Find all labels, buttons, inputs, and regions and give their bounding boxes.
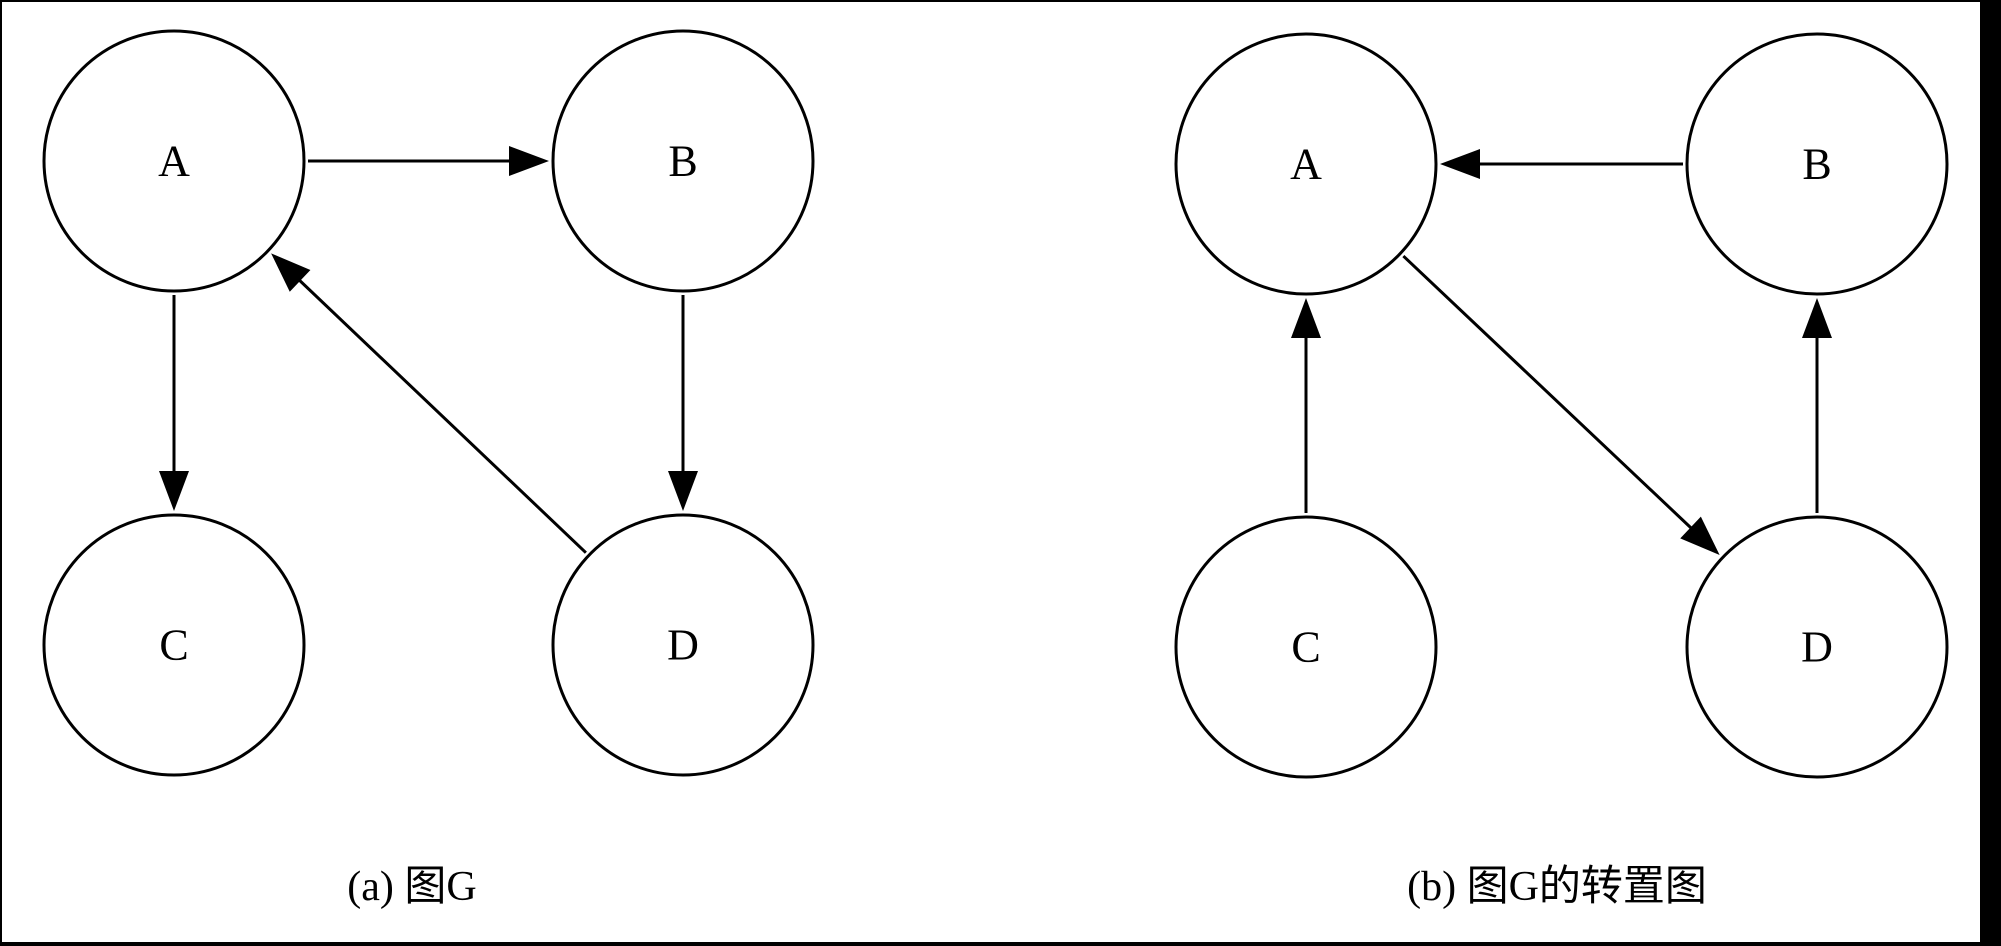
graph-b-node-A-label: A [1290, 140, 1322, 189]
graph-b-edge-B-to-A-arrowhead [1440, 149, 1480, 179]
graph-b: A B C D (b) 图G的转置图 [1174, 32, 1949, 910]
graph-a-edge-D-to-A-arrowhead [271, 253, 311, 292]
graph-b-node-B: B [1685, 32, 1949, 296]
graph-b-node-C-label: C [1291, 623, 1320, 672]
graph-a-node-C-label: C [159, 621, 188, 670]
graph-a-node-D-circle [551, 513, 815, 777]
graph-b-node-D-circle [1685, 515, 1949, 779]
graph-a-edge-B-to-D [668, 295, 698, 511]
graph-b-node-A-circle [1174, 32, 1438, 296]
graph-a-caption: (a) 图G [347, 864, 476, 910]
graph-a-edge-D-to-A [271, 253, 587, 554]
graph-a-node-D-label: D [667, 621, 699, 670]
graph-a-node-B-circle [551, 29, 815, 293]
graph-b-edges [1291, 149, 1832, 555]
graph-b-edge-D-to-B-arrowhead [1802, 298, 1832, 338]
graph-b-node-D-label: D [1801, 623, 1833, 672]
graph-a-node-C: C [42, 513, 306, 777]
graph-b-node-B-label: B [1802, 140, 1831, 189]
graph-a-edge-A-to-B [308, 146, 549, 176]
graph-b-edge-C-to-A-arrowhead [1291, 298, 1321, 338]
graph-a-edges [159, 146, 698, 554]
graph-a-edge-B-to-D-arrowhead [668, 471, 698, 511]
graph-b-node-C: C [1174, 515, 1438, 779]
graph-a-node-B-label: B [668, 137, 697, 186]
graph-a-node-A-label: A [158, 137, 190, 186]
graph-b-caption: (b) 图G的转置图 [1407, 864, 1707, 910]
graph-b-edge-B-to-A [1440, 149, 1683, 179]
graph-b-node-D: D [1685, 515, 1949, 779]
graph-a: A B C D (a) 图G [42, 29, 815, 910]
graph-a-node-A-circle [42, 29, 306, 293]
graph-b-node-C-circle [1174, 515, 1438, 779]
graph-a-edge-A-to-C [159, 295, 189, 511]
graph-b-edge-A-to-D-line [1402, 254, 1694, 530]
graph-b-edge-A-to-D [1402, 254, 1720, 555]
graph-a-node-D: D [551, 513, 815, 777]
graph-b-edge-C-to-A [1291, 298, 1321, 513]
graph-b-edge-A-to-D-arrowhead [1680, 516, 1720, 555]
graph-b-node-B-circle [1685, 32, 1949, 296]
graph-a-node-B: B [551, 29, 815, 293]
graph-a-node-C-circle [42, 513, 306, 777]
graph-a-node-A: A [42, 29, 306, 293]
graph-b-edge-D-to-B [1802, 298, 1832, 513]
graph-b-node-A: A [1174, 32, 1438, 296]
graph-a-edge-D-to-A-line [297, 278, 587, 554]
graph-a-edge-A-to-C-arrowhead [159, 471, 189, 511]
graph-a-edge-A-to-B-arrowhead [509, 146, 549, 176]
